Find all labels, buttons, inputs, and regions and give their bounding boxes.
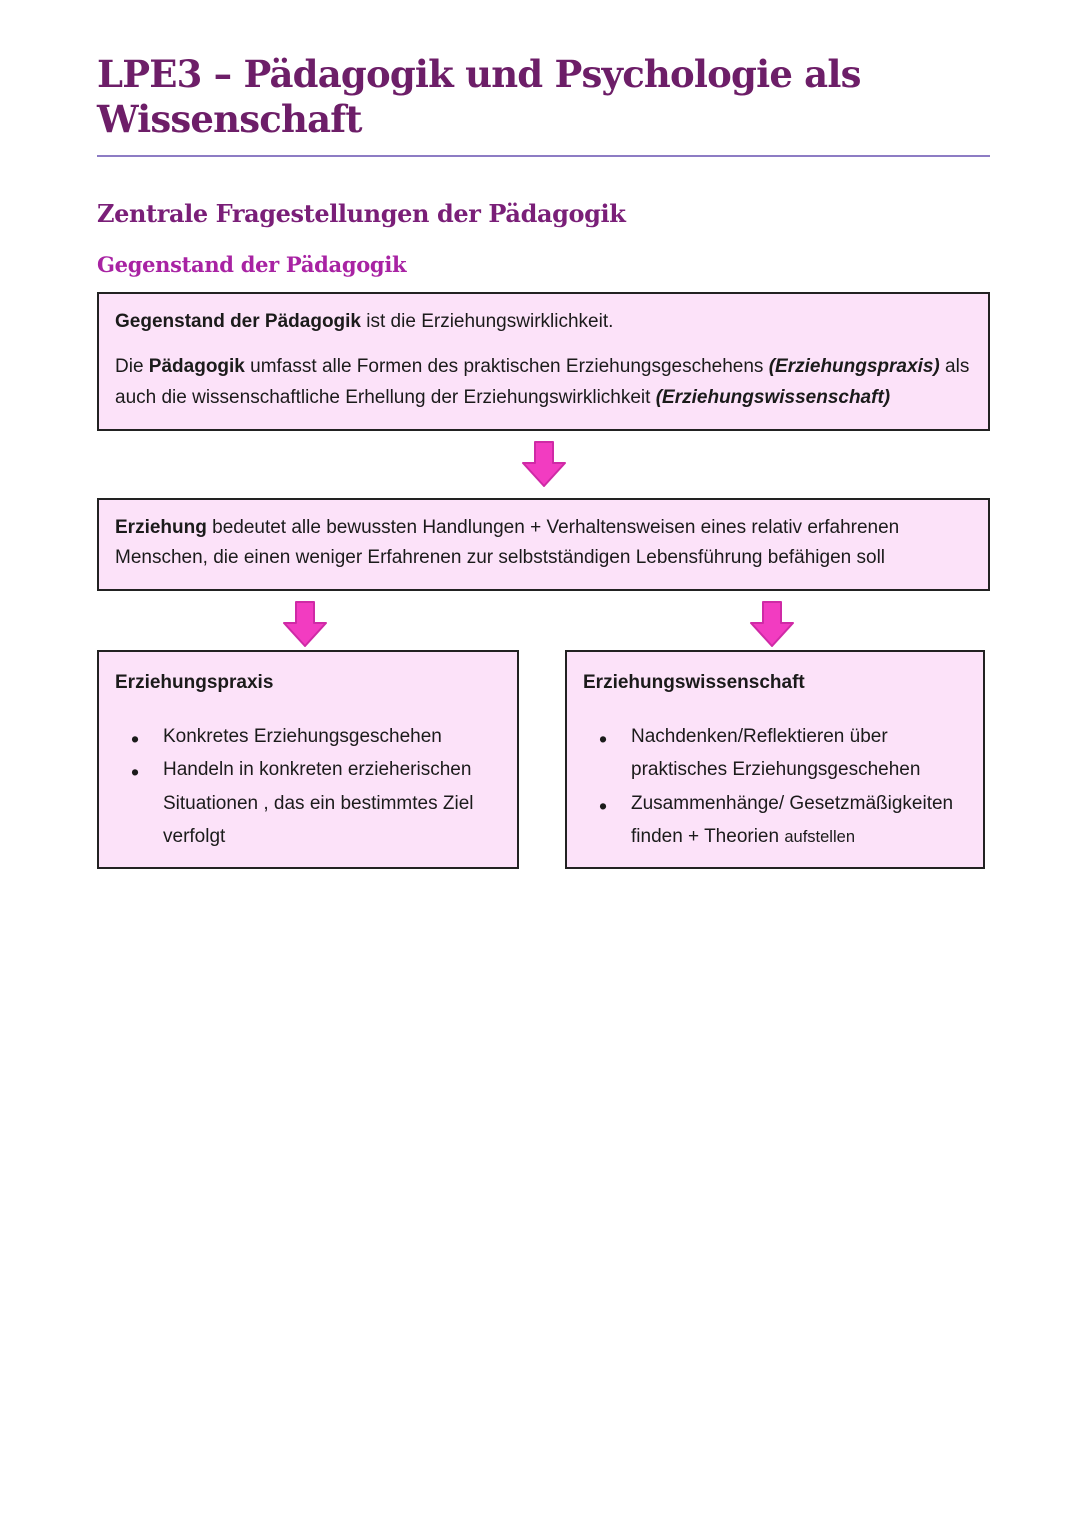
list-item: Handeln in konkreten erzieherischen Situ… [115, 752, 501, 853]
erziehungswissenschaft-heading: Erziehungswissenschaft [583, 672, 805, 694]
definition-paragraph-1: Gegenstand der Pädagogik ist die Erziehu… [115, 311, 614, 333]
page-title: LPE3 – Pädagogik und Psychologie als Wis… [97, 52, 861, 142]
section-heading: Zentrale Fragestellungen der Pädagogik [97, 199, 626, 229]
subsection-heading: Gegenstand der Pädagogik [97, 252, 407, 278]
down-arrow-icon [521, 440, 566, 487]
definition-paragraph-2: Die Pädagogik umfasst alle Formen des pr… [115, 356, 970, 408]
erziehungswissenschaft-box: Erziehungswissenschaft Nachdenken/Reflek… [565, 650, 985, 870]
erziehungspraxis-box: Erziehungspraxis Konkretes Erziehungsges… [97, 650, 519, 870]
definition-box-gegenstand: Gegenstand der Pädagogik ist die Erziehu… [97, 292, 990, 431]
erziehungspraxis-heading: Erziehungspraxis [115, 672, 274, 694]
title-underline-rule [97, 155, 990, 158]
definition-paragraph: Erziehung bedeutet alle bewussten Handlu… [115, 516, 900, 569]
flow-split-connectors [97, 601, 990, 648]
erziehungswissenschaft-list: Nachdenken/Reflektieren über praktisches… [583, 719, 967, 854]
erziehungspraxis-list: Konkretes Erziehungsgeschehen Handeln in… [115, 719, 501, 853]
down-arrow-icon [283, 601, 327, 648]
definition-box-erziehung: Erziehung bedeutet alle bewussten Handlu… [97, 497, 990, 592]
flow-connector [97, 440, 990, 487]
list-item: Zusammenhänge/ Gesetzmäßigkeiten finden … [583, 786, 967, 854]
down-arrow-icon [750, 601, 794, 648]
comparison-columns: Erziehungspraxis Konkretes Erziehungsges… [97, 650, 990, 870]
list-item: Nachdenken/Reflektieren über praktisches… [583, 719, 967, 787]
list-item: Konkretes Erziehungsgeschehen [115, 719, 501, 760]
